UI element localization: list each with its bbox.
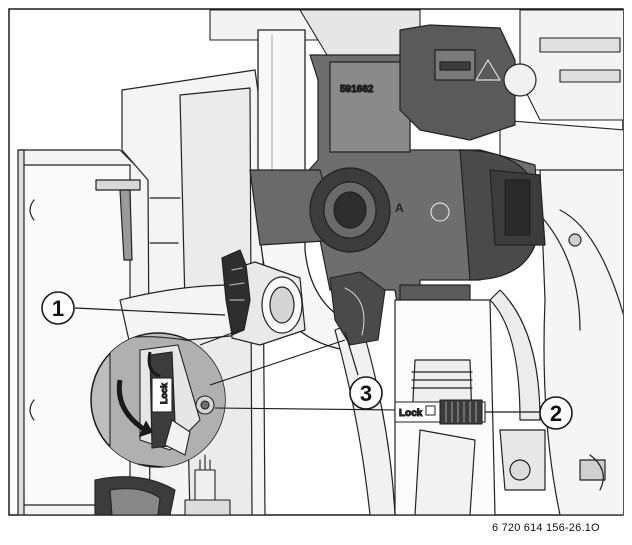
lock-label-detail: Lock bbox=[159, 382, 169, 404]
side-pipe bbox=[119, 249, 306, 346]
detail-magnifier: Lock bbox=[90, 332, 226, 468]
lock-label-main: Lock bbox=[399, 408, 423, 419]
lock-clip-main: Lock bbox=[394, 399, 486, 425]
callout-2-label: 2 bbox=[550, 401, 562, 426]
document-number: 6 720 614 156-26.1O bbox=[492, 522, 600, 534]
right-housing bbox=[539, 169, 623, 515]
valve-body: 591662 A bbox=[249, 24, 546, 321]
callout-1-label: 1 bbox=[52, 296, 64, 321]
callout-2: 2 bbox=[539, 396, 573, 430]
callout-1: 1 bbox=[41, 291, 75, 325]
valve-code-label: 591662 bbox=[340, 84, 374, 95]
rotation-arrow bbox=[116, 379, 147, 433]
valve-lock-clip bbox=[329, 271, 386, 346]
callout-leaders bbox=[74, 307, 540, 413]
valve-brand-mark: A bbox=[395, 201, 404, 215]
callout-3-label: 3 bbox=[360, 381, 372, 406]
callout-3: 3 bbox=[349, 376, 383, 410]
bottom-left-components bbox=[94, 454, 231, 515]
